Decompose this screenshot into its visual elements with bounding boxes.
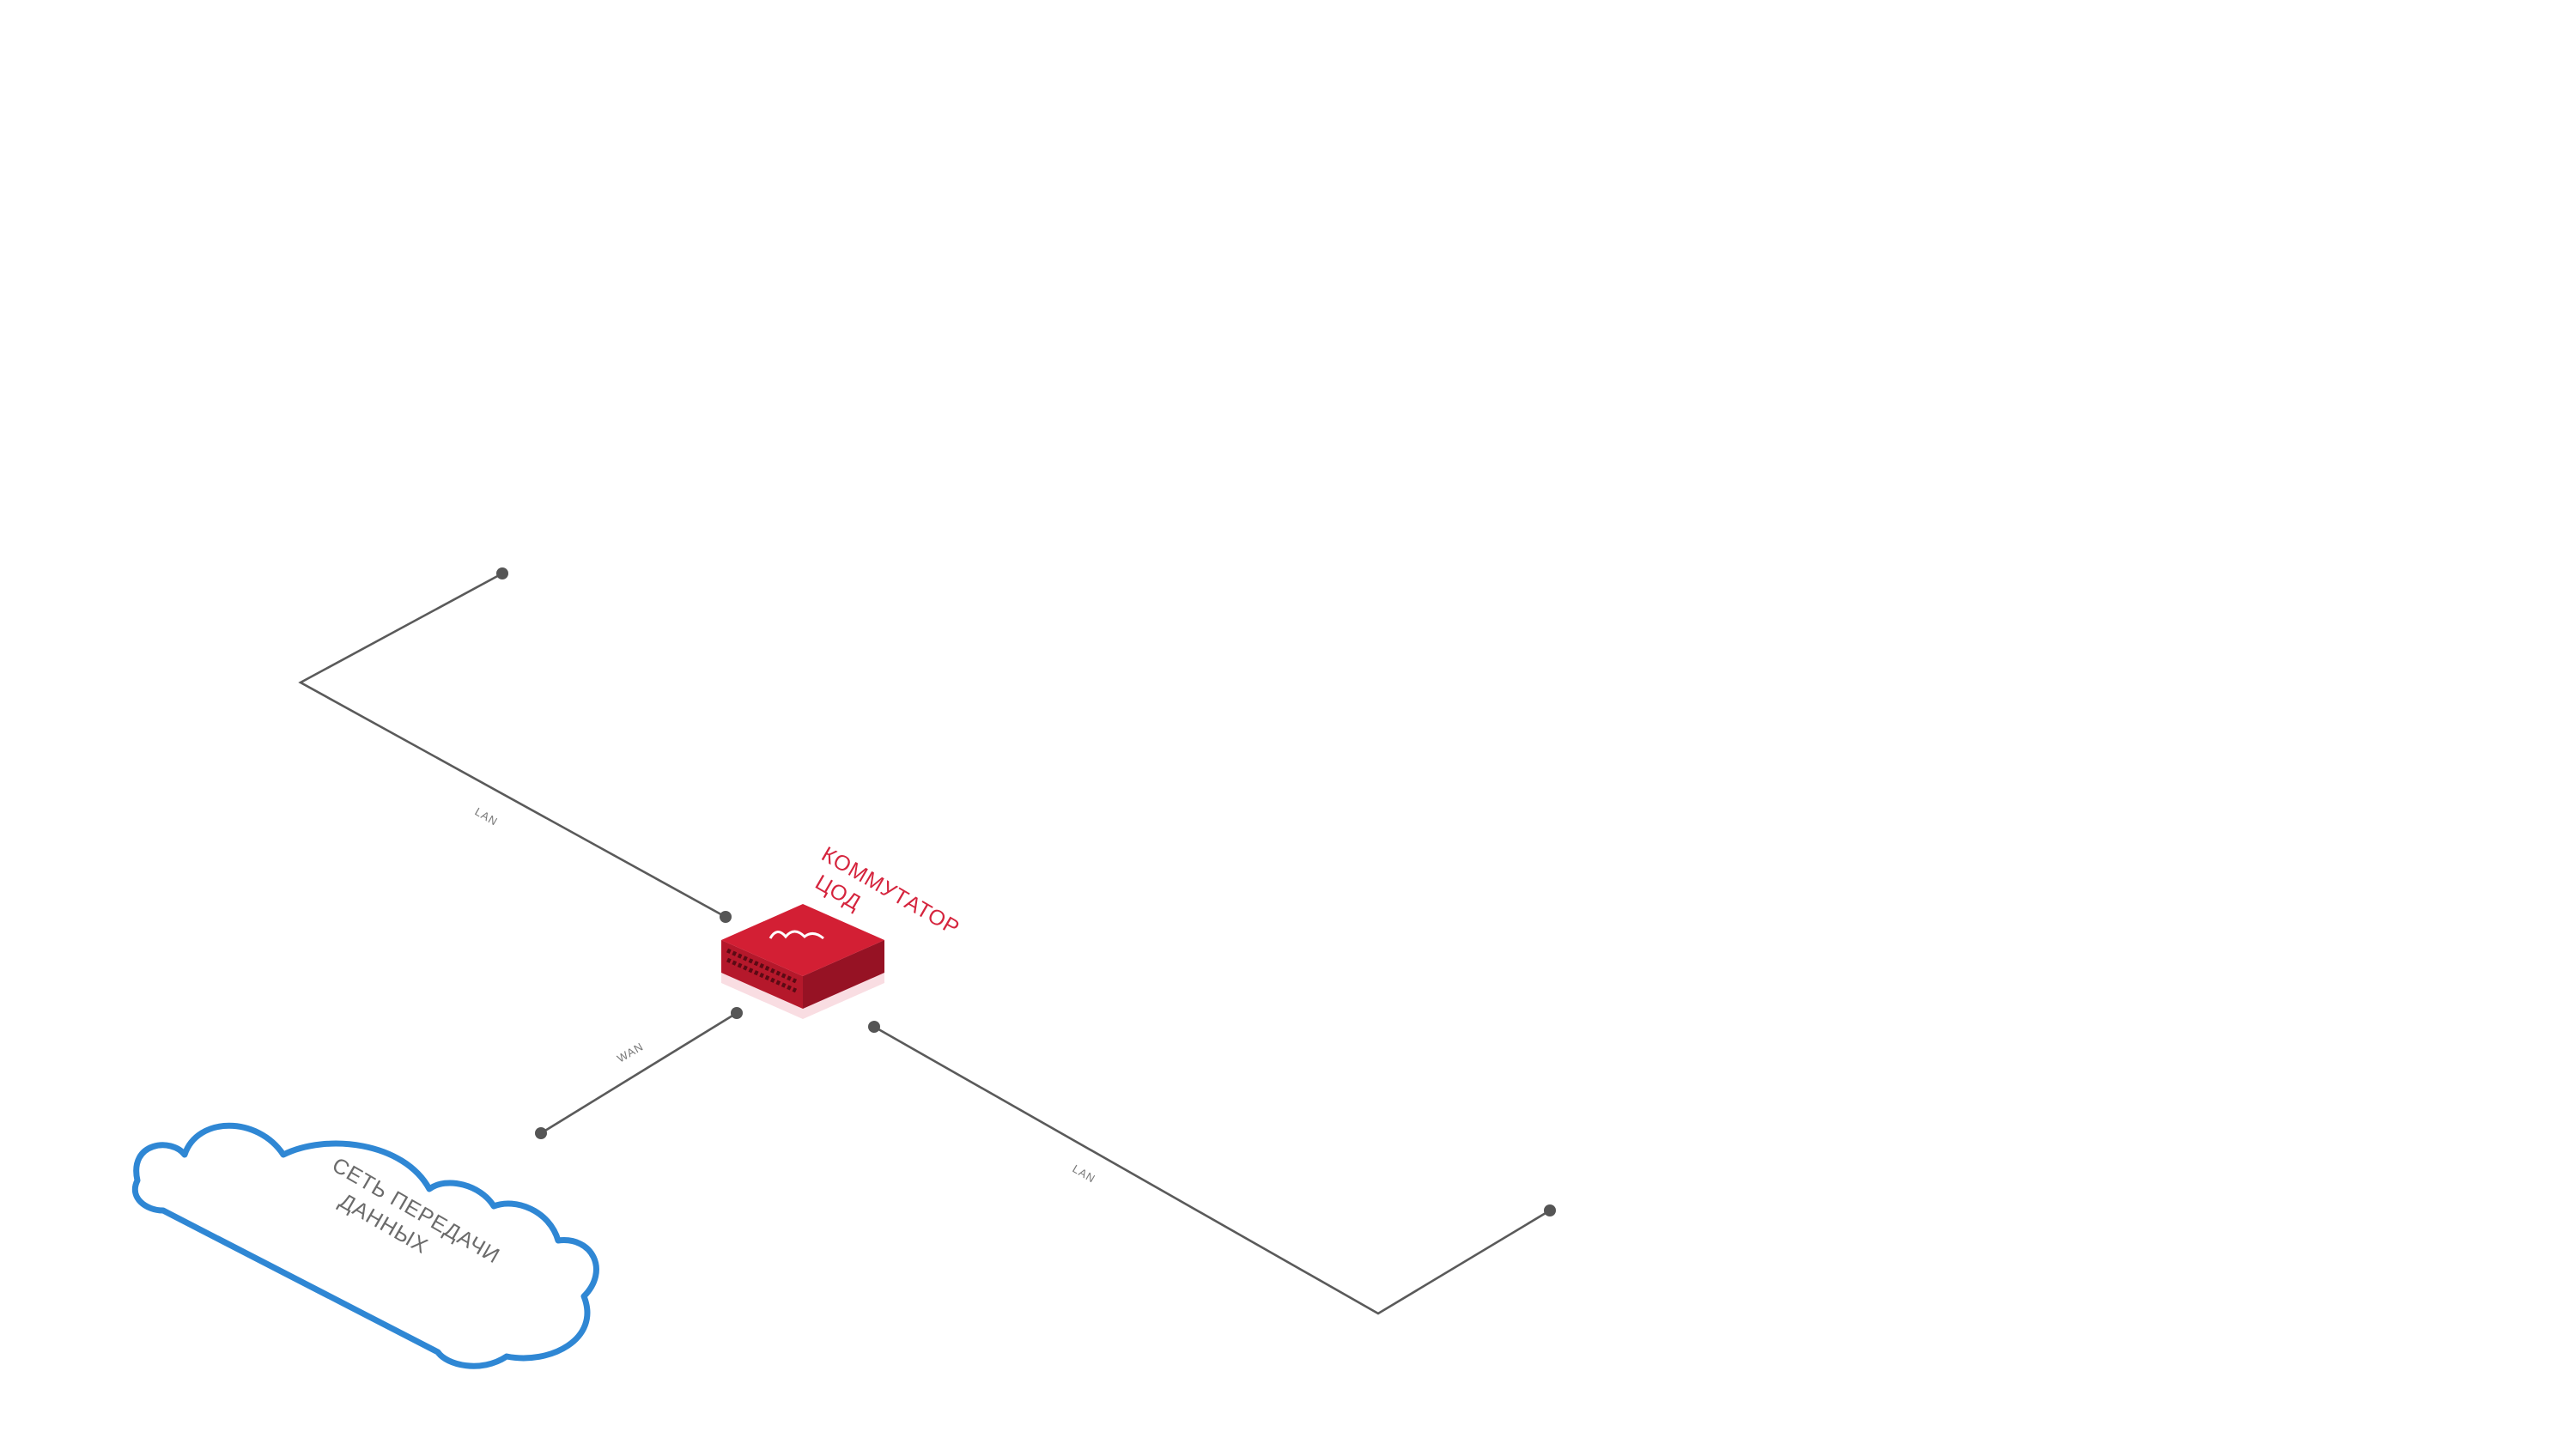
wan-link-label: WAN [615, 1040, 646, 1065]
lan-link-label-top: LAN [473, 805, 501, 828]
lan-link-label-bottom: LAN [1071, 1162, 1098, 1186]
data-network-cloud: СЕТЬ ПЕРЕДАЧИ ДАННЫХ [131, 1122, 599, 1369]
global-links [298, 567, 1556, 1315]
core-switch: КОММУТАТОР ЦОД [721, 842, 963, 1019]
